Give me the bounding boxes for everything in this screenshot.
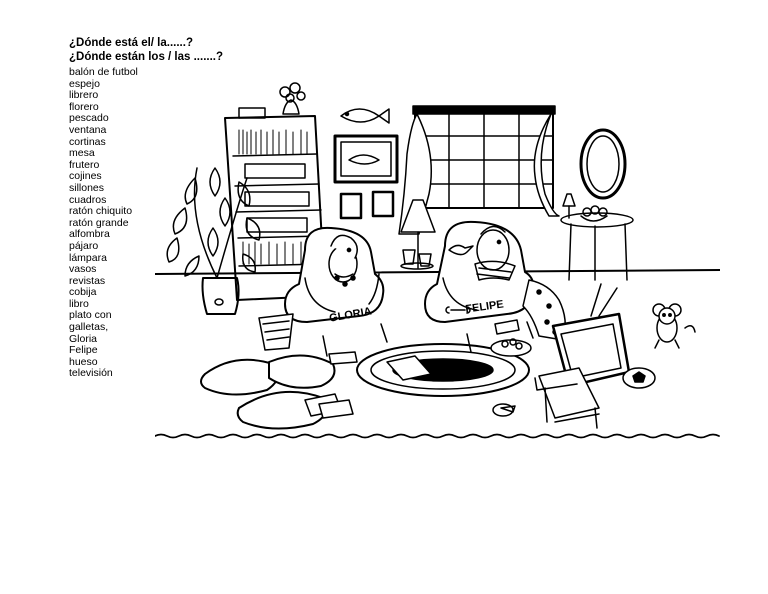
book	[494, 319, 520, 335]
vocab-item: revistas	[69, 274, 106, 287]
vocab-item: cortinas	[69, 135, 106, 148]
vocab-item: ventana	[69, 123, 107, 136]
vocab-item: hueso	[69, 355, 98, 368]
vocab-item: sillones	[69, 181, 105, 194]
vocab-item: frutero	[69, 158, 100, 171]
armchair-gloria: GLORIA	[284, 226, 388, 357]
side-table	[560, 193, 634, 281]
television	[534, 283, 631, 429]
magazine-basket	[258, 313, 294, 351]
vocab-item: libro	[69, 297, 89, 310]
framed-picture	[333, 134, 399, 184]
window	[412, 105, 556, 209]
vocab-item: televisión	[69, 367, 113, 380]
question-heading-singular: ¿Dónde está el/ la......?	[69, 37, 193, 49]
glasses	[400, 249, 434, 270]
vocab-item: balón de futbol	[69, 66, 138, 78]
small-pictures	[339, 190, 395, 220]
big-mouse	[492, 403, 516, 417]
vocab-item: lámpara	[69, 251, 107, 264]
vocab-item: vasos	[69, 263, 97, 276]
bone	[445, 306, 471, 314]
small-mouse	[652, 303, 696, 349]
question-heading-plural: ¿Dónde están los / las .......?	[69, 51, 224, 63]
vocab-item: cobija	[69, 286, 97, 299]
soccer-ball	[622, 367, 656, 389]
fish-picture	[340, 108, 390, 124]
vocab-item: florero	[69, 100, 99, 113]
vocab-item: Gloria	[69, 332, 98, 345]
living-room-illustration: GLORIA FELIPE	[155, 82, 720, 439]
vocab-item: librero	[69, 89, 99, 102]
potted-plant	[166, 167, 261, 315]
armchair-felipe: FELIPE	[424, 220, 535, 353]
floor-lamp	[400, 199, 436, 269]
magazines	[304, 351, 358, 419]
vocab-item: ratón chiquito	[69, 205, 133, 218]
vocab-item: ratón grande	[69, 216, 129, 229]
vocab-item: cojines	[69, 170, 102, 183]
vocab-item: pájaro	[69, 239, 99, 252]
vocabulary-list: balón de futbol espejo librero florero p…	[69, 66, 138, 380]
vocab-item: cuadros	[69, 193, 107, 206]
vocab-item: Felipe	[69, 344, 98, 357]
cookie-plate	[490, 338, 532, 357]
mirror	[579, 128, 627, 200]
bird	[448, 244, 474, 256]
vocab-item: galletas,	[69, 321, 109, 334]
chair-label-felipe: FELIPE	[465, 298, 505, 315]
floor-line	[155, 269, 720, 439]
vocab-item: espejo	[69, 77, 100, 90]
vocab-item: plato con	[69, 309, 112, 322]
flower-vase	[279, 82, 306, 115]
vocab-item: alfombra	[69, 228, 110, 241]
vocab-item: mesa	[69, 147, 95, 160]
cushions	[200, 354, 336, 430]
rug	[356, 343, 530, 397]
vocab-item: pescado	[69, 112, 109, 125]
